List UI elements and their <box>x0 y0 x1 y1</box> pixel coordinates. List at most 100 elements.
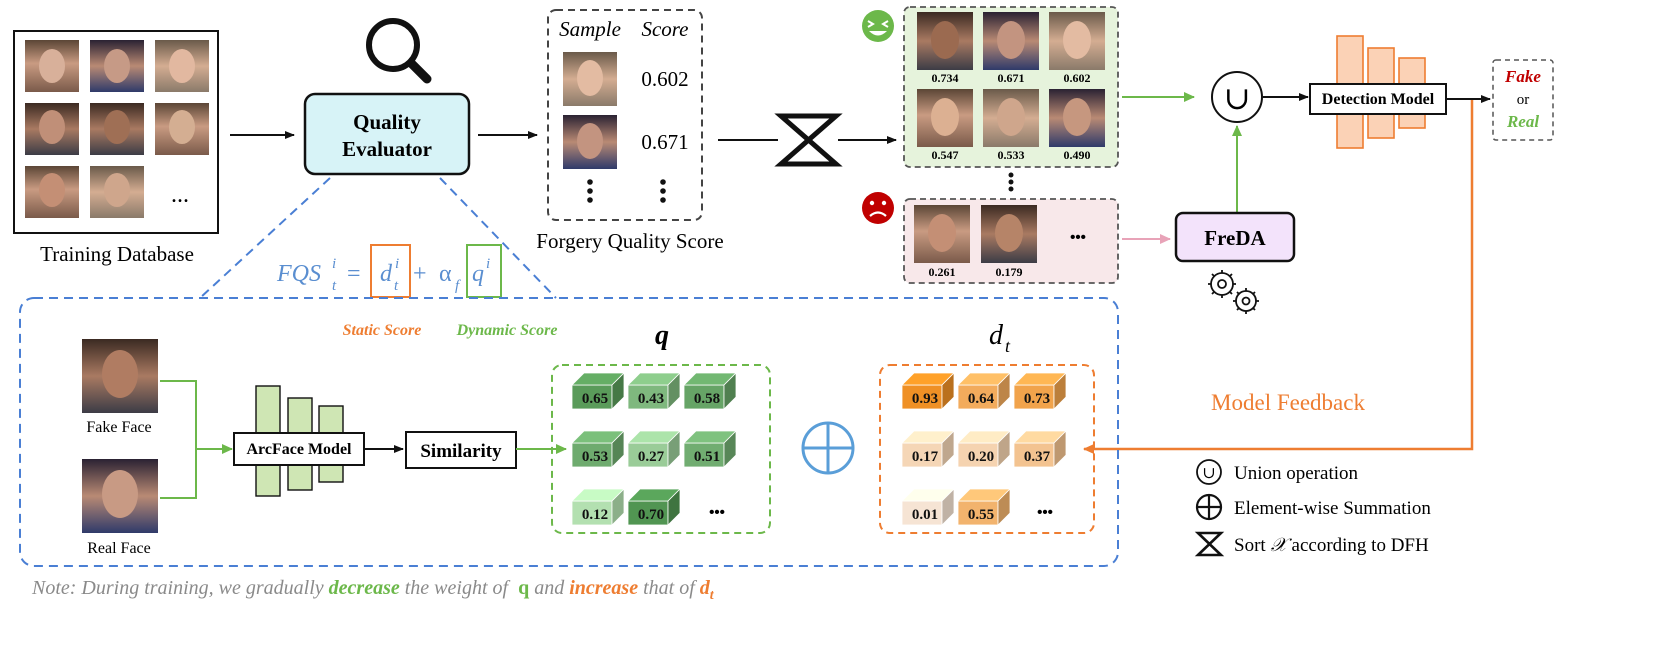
similarity-label: Similarity <box>420 441 502 462</box>
sample-score: 0.261 <box>929 265 956 279</box>
arcface-model: ArcFace Model <box>233 385 365 497</box>
formula-d-sup: i <box>395 256 399 272</box>
note-decrease: decrease <box>329 577 400 599</box>
dt-value-cube: 0.20 <box>957 430 1011 468</box>
q-value-label: 0.43 <box>638 391 664 407</box>
database-ellipsis: ... <box>171 182 189 208</box>
note-d-sub: t <box>710 588 715 603</box>
q-title: q <box>655 320 669 351</box>
formula-plus: + <box>413 261 427 287</box>
dt-value-cube: 0.17 <box>901 430 955 468</box>
face-thumbnail <box>90 166 144 218</box>
q-value-cube: 0.43 <box>627 372 681 410</box>
dt-ellipsis: ••• <box>1037 504 1053 521</box>
sad-face-icon <box>862 192 894 224</box>
dt-value-cube: 0.73 <box>1013 372 1067 410</box>
formula-d: d <box>380 261 393 287</box>
note-part3: and <box>529 577 569 599</box>
face-thumbnail <box>25 40 79 92</box>
training-database-label: Training Database <box>40 242 194 266</box>
sample-score: 0.533 <box>998 148 1025 162</box>
legend-sort-icon <box>1194 531 1225 557</box>
sample-score: 0.547 <box>932 148 959 162</box>
dt-value-label: 0.64 <box>968 391 995 407</box>
q-value-cube: 0.27 <box>627 430 681 468</box>
vertical-ellipsis <box>587 179 666 203</box>
quality-evaluator-line2: Evaluator <box>342 137 432 161</box>
static-score-label: Static Score <box>343 322 422 339</box>
dt-value-cube: 0.55 <box>957 488 1011 526</box>
real-face-image <box>82 459 158 533</box>
dt-value-label: 0.17 <box>912 449 939 465</box>
formula-q-sup: i <box>486 256 490 272</box>
q-value-cube: 0.58 <box>683 372 737 410</box>
model-feedback-label: Model Feedback <box>1211 390 1365 415</box>
forgery-quality-score-label: Forgery Quality Score <box>536 229 723 253</box>
training-database-panel: ... Training Database <box>13 30 219 266</box>
similarity-box: Similarity <box>405 431 517 469</box>
zoom-line <box>439 177 557 299</box>
formula-equals: = <box>347 261 361 287</box>
legend-union-label: Union operation <box>1234 463 1359 484</box>
sample-face <box>563 52 617 106</box>
dt-value-label: 0.20 <box>968 449 994 465</box>
formula-alpha-sub: f <box>455 278 461 294</box>
quality-evaluator-detail-panel <box>19 297 1119 567</box>
connector-faces-to-arcface <box>160 380 197 499</box>
output-box: Fake or Real <box>1492 59 1554 141</box>
output-fake: Fake <box>1504 67 1541 86</box>
vertical-ellipsis <box>1008 172 1014 192</box>
note-part1: Note: During training, we gradually <box>31 577 329 599</box>
static-score-highlight <box>370 244 411 298</box>
legend-sum-label: Element-wise Summation <box>1234 498 1431 519</box>
dt-value-label: 0.93 <box>912 391 938 407</box>
real-face-label: Real Face <box>87 540 151 557</box>
union-symbol: ∪ <box>1224 80 1251 116</box>
sample-score: 0.602 <box>641 67 688 91</box>
face-thumbnail <box>25 103 79 155</box>
dt-panel <box>879 364 1095 534</box>
q-value-label: 0.65 <box>582 391 608 407</box>
fake-face-label: Fake Face <box>86 419 151 436</box>
q-value-label: 0.51 <box>694 449 720 465</box>
note-part4: that of <box>638 577 700 599</box>
dt-title-main: d <box>989 320 1004 351</box>
face-thumbnail <box>90 103 144 155</box>
note-increase: increase <box>569 577 638 599</box>
sample-score: 0.179 <box>996 265 1023 279</box>
dt-value-cube: 0.01 <box>901 488 955 526</box>
gears-icon <box>1208 270 1259 314</box>
magnifier-icon <box>366 18 432 84</box>
legend-sort-suffix: according to DFH <box>1287 535 1429 556</box>
arcface-label: ArcFace Model <box>247 441 353 458</box>
note-q: q <box>518 577 529 599</box>
formula-d-sub: t <box>394 278 399 294</box>
dt-value-cube: 0.37 <box>1013 430 1067 468</box>
sort-icon <box>774 113 843 167</box>
model-feedback-arrow <box>1083 100 1474 454</box>
face-thumbnail <box>917 89 973 147</box>
note-part2: the weight of <box>400 577 518 599</box>
q-ellipsis: ••• <box>709 504 725 521</box>
q-value-cube: 0.65 <box>571 372 625 410</box>
dt-title-sub: t <box>1005 336 1011 356</box>
formula-lhs: FQS <box>276 261 321 287</box>
fqs-formula: FQS t i = d t i + α f q i <box>276 256 490 294</box>
q-value-cube: 0.53 <box>571 430 625 468</box>
q-value-label: 0.12 <box>582 507 608 523</box>
high-quality-samples-panel: 0.734 0.671 0.602 0.547 0.533 0.490 <box>903 6 1119 168</box>
low-quality-samples-panel: 0.261 0.179 ••• <box>903 198 1119 284</box>
q-value-label: 0.53 <box>582 449 608 465</box>
q-value-cube: 0.51 <box>683 430 737 468</box>
sample-score: 0.671 <box>998 71 1025 85</box>
legend-sum-icon <box>1195 493 1223 521</box>
dt-value-label: 0.55 <box>968 507 994 523</box>
q-value-label: 0.27 <box>638 449 665 465</box>
face-thumbnail <box>917 12 973 70</box>
dt-value-cube: 0.64 <box>957 372 1011 410</box>
legend-sort-label: Sort 𝒳 according to DFH <box>1234 535 1429 556</box>
freda-box: FreDA <box>1174 211 1296 263</box>
happy-face-icon <box>862 10 894 42</box>
detection-model: Detection Model <box>1309 35 1447 149</box>
